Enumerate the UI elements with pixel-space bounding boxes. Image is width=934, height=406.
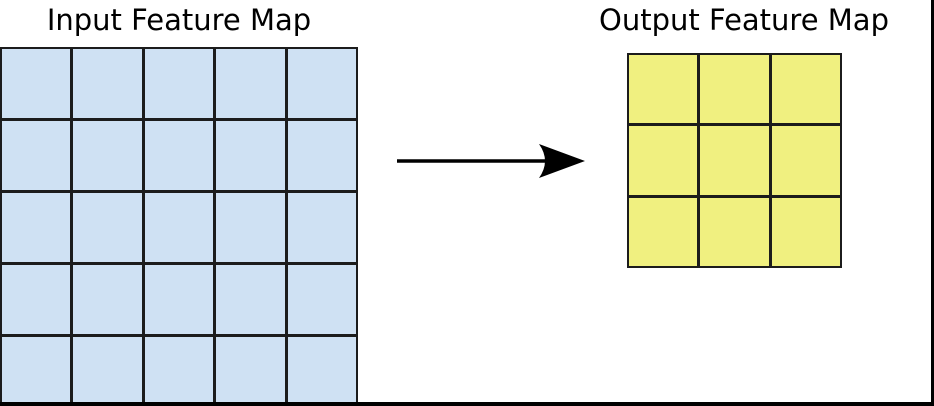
input-feature-map-title: Input Feature Map (46, 3, 312, 37)
grid-cell (2, 49, 71, 118)
grid-cell (144, 265, 214, 334)
grid-cell (771, 55, 840, 124)
grid-cell (287, 193, 356, 262)
grid-cell (144, 49, 214, 118)
grid-cell (73, 193, 142, 262)
output-feature-map-grid (627, 53, 842, 268)
grid-cell (73, 49, 142, 118)
grid-cell (73, 265, 142, 334)
arrow-head (539, 144, 585, 178)
grid-cell (771, 197, 840, 266)
grid-cell (73, 121, 142, 190)
input-feature-map-grid (0, 47, 358, 402)
grid-cell (629, 126, 698, 195)
grid-cell (287, 265, 356, 334)
grid-cell (629, 55, 698, 124)
grid-cell (287, 121, 356, 190)
grid-cell (287, 49, 356, 118)
grid-cell (287, 337, 356, 402)
grid-cell (144, 193, 214, 262)
grid-cell (216, 193, 285, 262)
grid-cell (73, 337, 142, 402)
grid-cell (700, 126, 769, 195)
grid-cell (216, 49, 285, 118)
grid-cell (771, 126, 840, 195)
grid-cell (700, 197, 769, 266)
grid-cell (629, 197, 698, 266)
output-feature-map-title: Output Feature Map (599, 3, 889, 37)
grid-cell (2, 265, 71, 334)
grid-cell (144, 121, 214, 190)
grid-cell (700, 55, 769, 124)
grid-cell (144, 337, 214, 402)
grid-cell (2, 121, 71, 190)
grid-cell (2, 337, 71, 402)
grid-cell (2, 193, 71, 262)
grid-cell (216, 121, 285, 190)
grid-cell (216, 265, 285, 334)
grid-cell (216, 337, 285, 402)
right-arrow-icon (397, 144, 585, 178)
transform-arrow (388, 138, 598, 184)
